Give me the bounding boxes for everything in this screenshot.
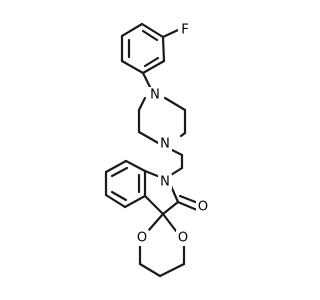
bond [161,35,166,63]
bond [123,194,147,209]
bond [120,22,144,38]
molecule-structure-diagram: F N N N O O O [104,22,210,278]
bond [161,28,180,39]
bond [161,200,180,216]
indolinone-benzene-ring [104,159,147,209]
bond [143,194,165,216]
atom-labels: F N N N O O O [135,22,210,246]
lactam-ring [143,169,180,216]
bond [161,212,178,233]
indolinone-nitrogen-label: N [160,175,170,190]
fluorine-atom-label: F [181,23,188,38]
dioxane-oxygen-right-label: O [178,231,188,246]
piperazine-nitrogen-top-label: N [150,88,160,103]
bond [143,56,160,68]
dioxane-oxygen-left-label: O [137,231,147,246]
bond [176,200,199,212]
bond [110,166,129,178]
piperazine-nitrogen-bottom-label: N [160,137,170,152]
piperazine-ring [137,96,187,146]
carbonyl-oxygen-label: O [198,200,208,215]
dioxane-ring [138,212,186,278]
bond [169,166,184,177]
fluorophenyl-ring [120,22,166,75]
bond [178,194,200,205]
bond [163,96,187,112]
bond [147,212,165,232]
bond [120,59,145,75]
bond [141,59,166,75]
bond [137,130,162,146]
bond [158,262,186,278]
bond [110,190,128,202]
bond [137,96,147,112]
bond [104,193,127,209]
bond [124,159,147,173]
bond [179,131,187,138]
bond [141,29,159,42]
bond [140,22,165,39]
bond [169,184,180,204]
bond [143,169,162,179]
bond [104,159,128,174]
bond [138,262,162,278]
